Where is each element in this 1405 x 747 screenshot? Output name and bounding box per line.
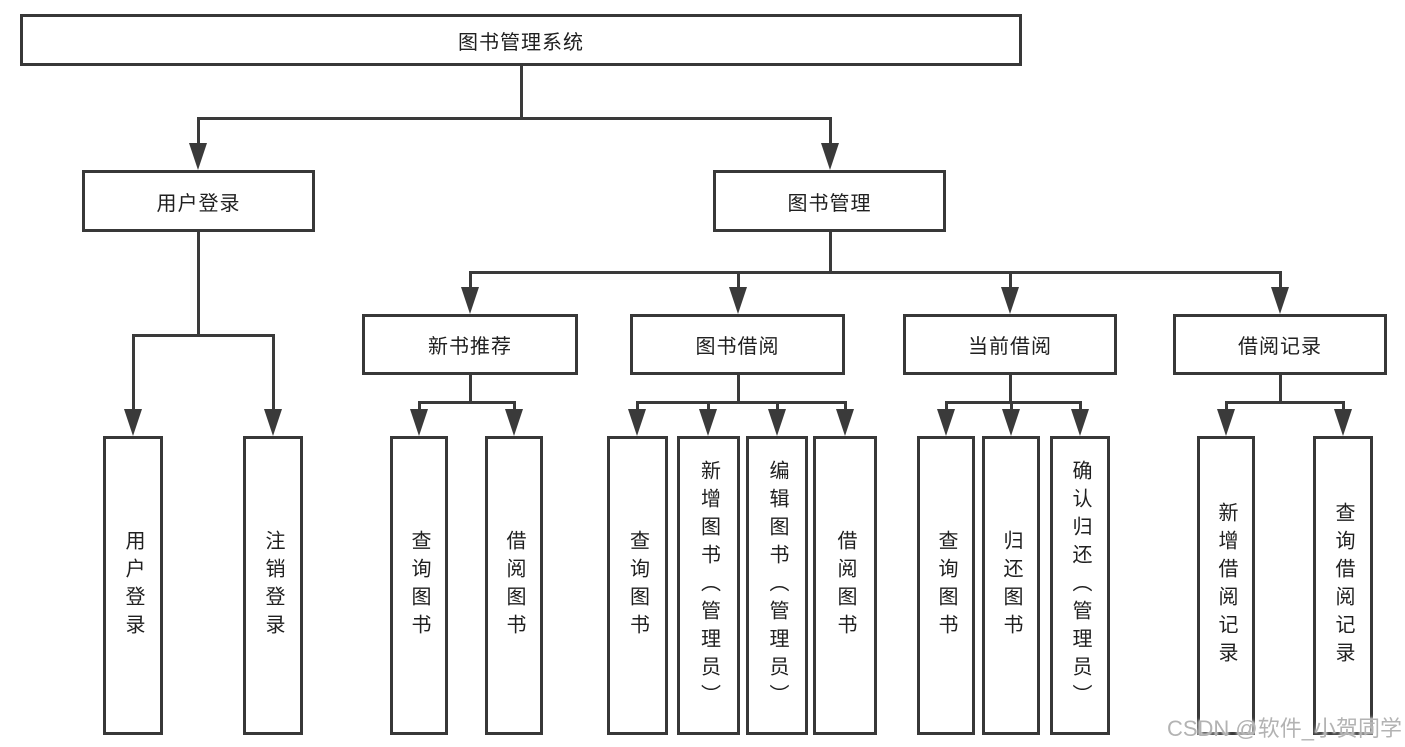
arrow-down-icon [729, 287, 747, 314]
arrow-down-icon [821, 143, 839, 170]
node-label: 图书借阅 [695, 336, 780, 358]
connector-stem [1078, 401, 1082, 411]
node-label: 归还图书 [1000, 529, 1022, 642]
node-library-management-system: 图书管理系统 [20, 14, 1022, 66]
connector-stem [512, 401, 516, 411]
connector-stem [843, 401, 847, 411]
node-user-login: 用户登录 [82, 170, 315, 232]
arrow-down-icon [1334, 409, 1352, 436]
connector-stem [706, 401, 710, 411]
node-borrow-books-1: 借阅图书 [485, 436, 543, 735]
arrow-down-icon [1217, 409, 1235, 436]
connector-stem [1341, 401, 1345, 411]
connector-stem [468, 271, 472, 289]
node-query-borrow-record: 查询借阅记录 [1313, 436, 1373, 735]
node-label: 当前借阅 [968, 336, 1052, 358]
connector-vline [736, 375, 740, 404]
node-label: 用户登录 [156, 192, 241, 215]
node-label: 新增图书（管理员） [697, 459, 720, 712]
connector-stem [1224, 401, 1228, 411]
node-label: 查询借阅记录 [1332, 501, 1354, 670]
arrow-down-icon [1001, 287, 1019, 314]
connector-stem [271, 334, 275, 411]
node-new-book-recommendation: 新书推荐 [362, 314, 578, 375]
arrow-down-icon [937, 409, 955, 436]
node-label: 借阅图书 [503, 529, 525, 642]
node-label: 确认归还（管理员） [1069, 459, 1091, 712]
node-borrow-books-2: 借阅图书 [813, 436, 877, 735]
node-return-books: 归还图书 [982, 436, 1040, 735]
connector-root-vline [519, 66, 523, 120]
connector-stem [635, 401, 639, 411]
node-add-borrow-record: 新增借阅记录 [1197, 436, 1255, 735]
node-edit-books-admin: 编辑图书（管理员） [746, 436, 808, 735]
node-label: 新增借阅记录 [1215, 501, 1237, 670]
connector-stem [1008, 271, 1012, 289]
arrow-down-icon [1071, 409, 1089, 436]
connector-stem [944, 401, 948, 411]
node-label: 查询图书 [935, 529, 957, 642]
node-book-borrowing: 图书借阅 [630, 314, 845, 375]
node-label: 图书管理系统 [458, 31, 584, 54]
connector-vline [1278, 375, 1282, 404]
arrow-down-icon [1271, 287, 1289, 314]
arrow-down-icon [699, 409, 717, 436]
node-label: 图书管理 [787, 192, 872, 215]
connector-stem [196, 117, 200, 146]
node-label: 查询图书 [408, 529, 430, 642]
connector-hline [635, 401, 847, 404]
arrow-down-icon [461, 287, 479, 314]
arrow-down-icon [264, 409, 282, 436]
node-current-borrowing: 当前借阅 [903, 314, 1117, 375]
node-logout: 注销登录 [243, 436, 303, 735]
connector-root-hline [196, 117, 832, 120]
connector-vline [1008, 375, 1012, 404]
node-add-books-admin: 新增图书（管理员） [677, 436, 740, 735]
node-borrowing-records: 借阅记录 [1173, 314, 1387, 375]
csdn-watermark: CSDN @软件_小贺同学 [1166, 716, 1402, 741]
node-label: 查询图书 [626, 529, 649, 642]
arrow-down-icon [1002, 409, 1020, 436]
node-confirm-return-admin: 确认归还（管理员） [1050, 436, 1110, 735]
node-label: 借阅图书 [834, 529, 856, 642]
connector-stem [1278, 271, 1282, 289]
connector-bookmgmt-vline [828, 232, 832, 274]
connector-hline [417, 401, 516, 404]
node-query-books-3: 查询图书 [917, 436, 975, 735]
connector-hline [944, 401, 1082, 404]
connector-stem [1009, 401, 1013, 411]
arrow-down-icon [768, 409, 786, 436]
connector-userlogin-vline [196, 232, 200, 337]
connector-userlogin-hline [131, 334, 275, 337]
node-query-books-2: 查询图书 [607, 436, 668, 735]
connector-stem [131, 334, 135, 411]
connector-stem [736, 271, 740, 289]
arrow-down-icon [628, 409, 646, 436]
arrow-down-icon [410, 409, 428, 436]
node-label: 新书推荐 [428, 336, 512, 358]
arrow-down-icon [124, 409, 142, 436]
node-label: 借阅记录 [1238, 336, 1322, 358]
connector-stem [417, 401, 421, 411]
connector-vline [468, 375, 472, 404]
node-query-books-1: 查询图书 [390, 436, 448, 735]
connector-hline [1224, 401, 1345, 404]
connector-stem [828, 117, 832, 146]
node-label: 用户登录 [122, 529, 144, 642]
connector-bookmgmt-hline [468, 271, 1282, 274]
node-label: 注销登录 [262, 529, 284, 642]
node-book-management: 图书管理 [713, 170, 946, 232]
arrow-down-icon [505, 409, 523, 436]
arrow-down-icon [836, 409, 854, 436]
node-label: 编辑图书（管理员） [766, 459, 788, 712]
arrow-down-icon [189, 143, 207, 170]
connector-stem [775, 401, 779, 411]
node-user-login-leaf: 用户登录 [103, 436, 163, 735]
